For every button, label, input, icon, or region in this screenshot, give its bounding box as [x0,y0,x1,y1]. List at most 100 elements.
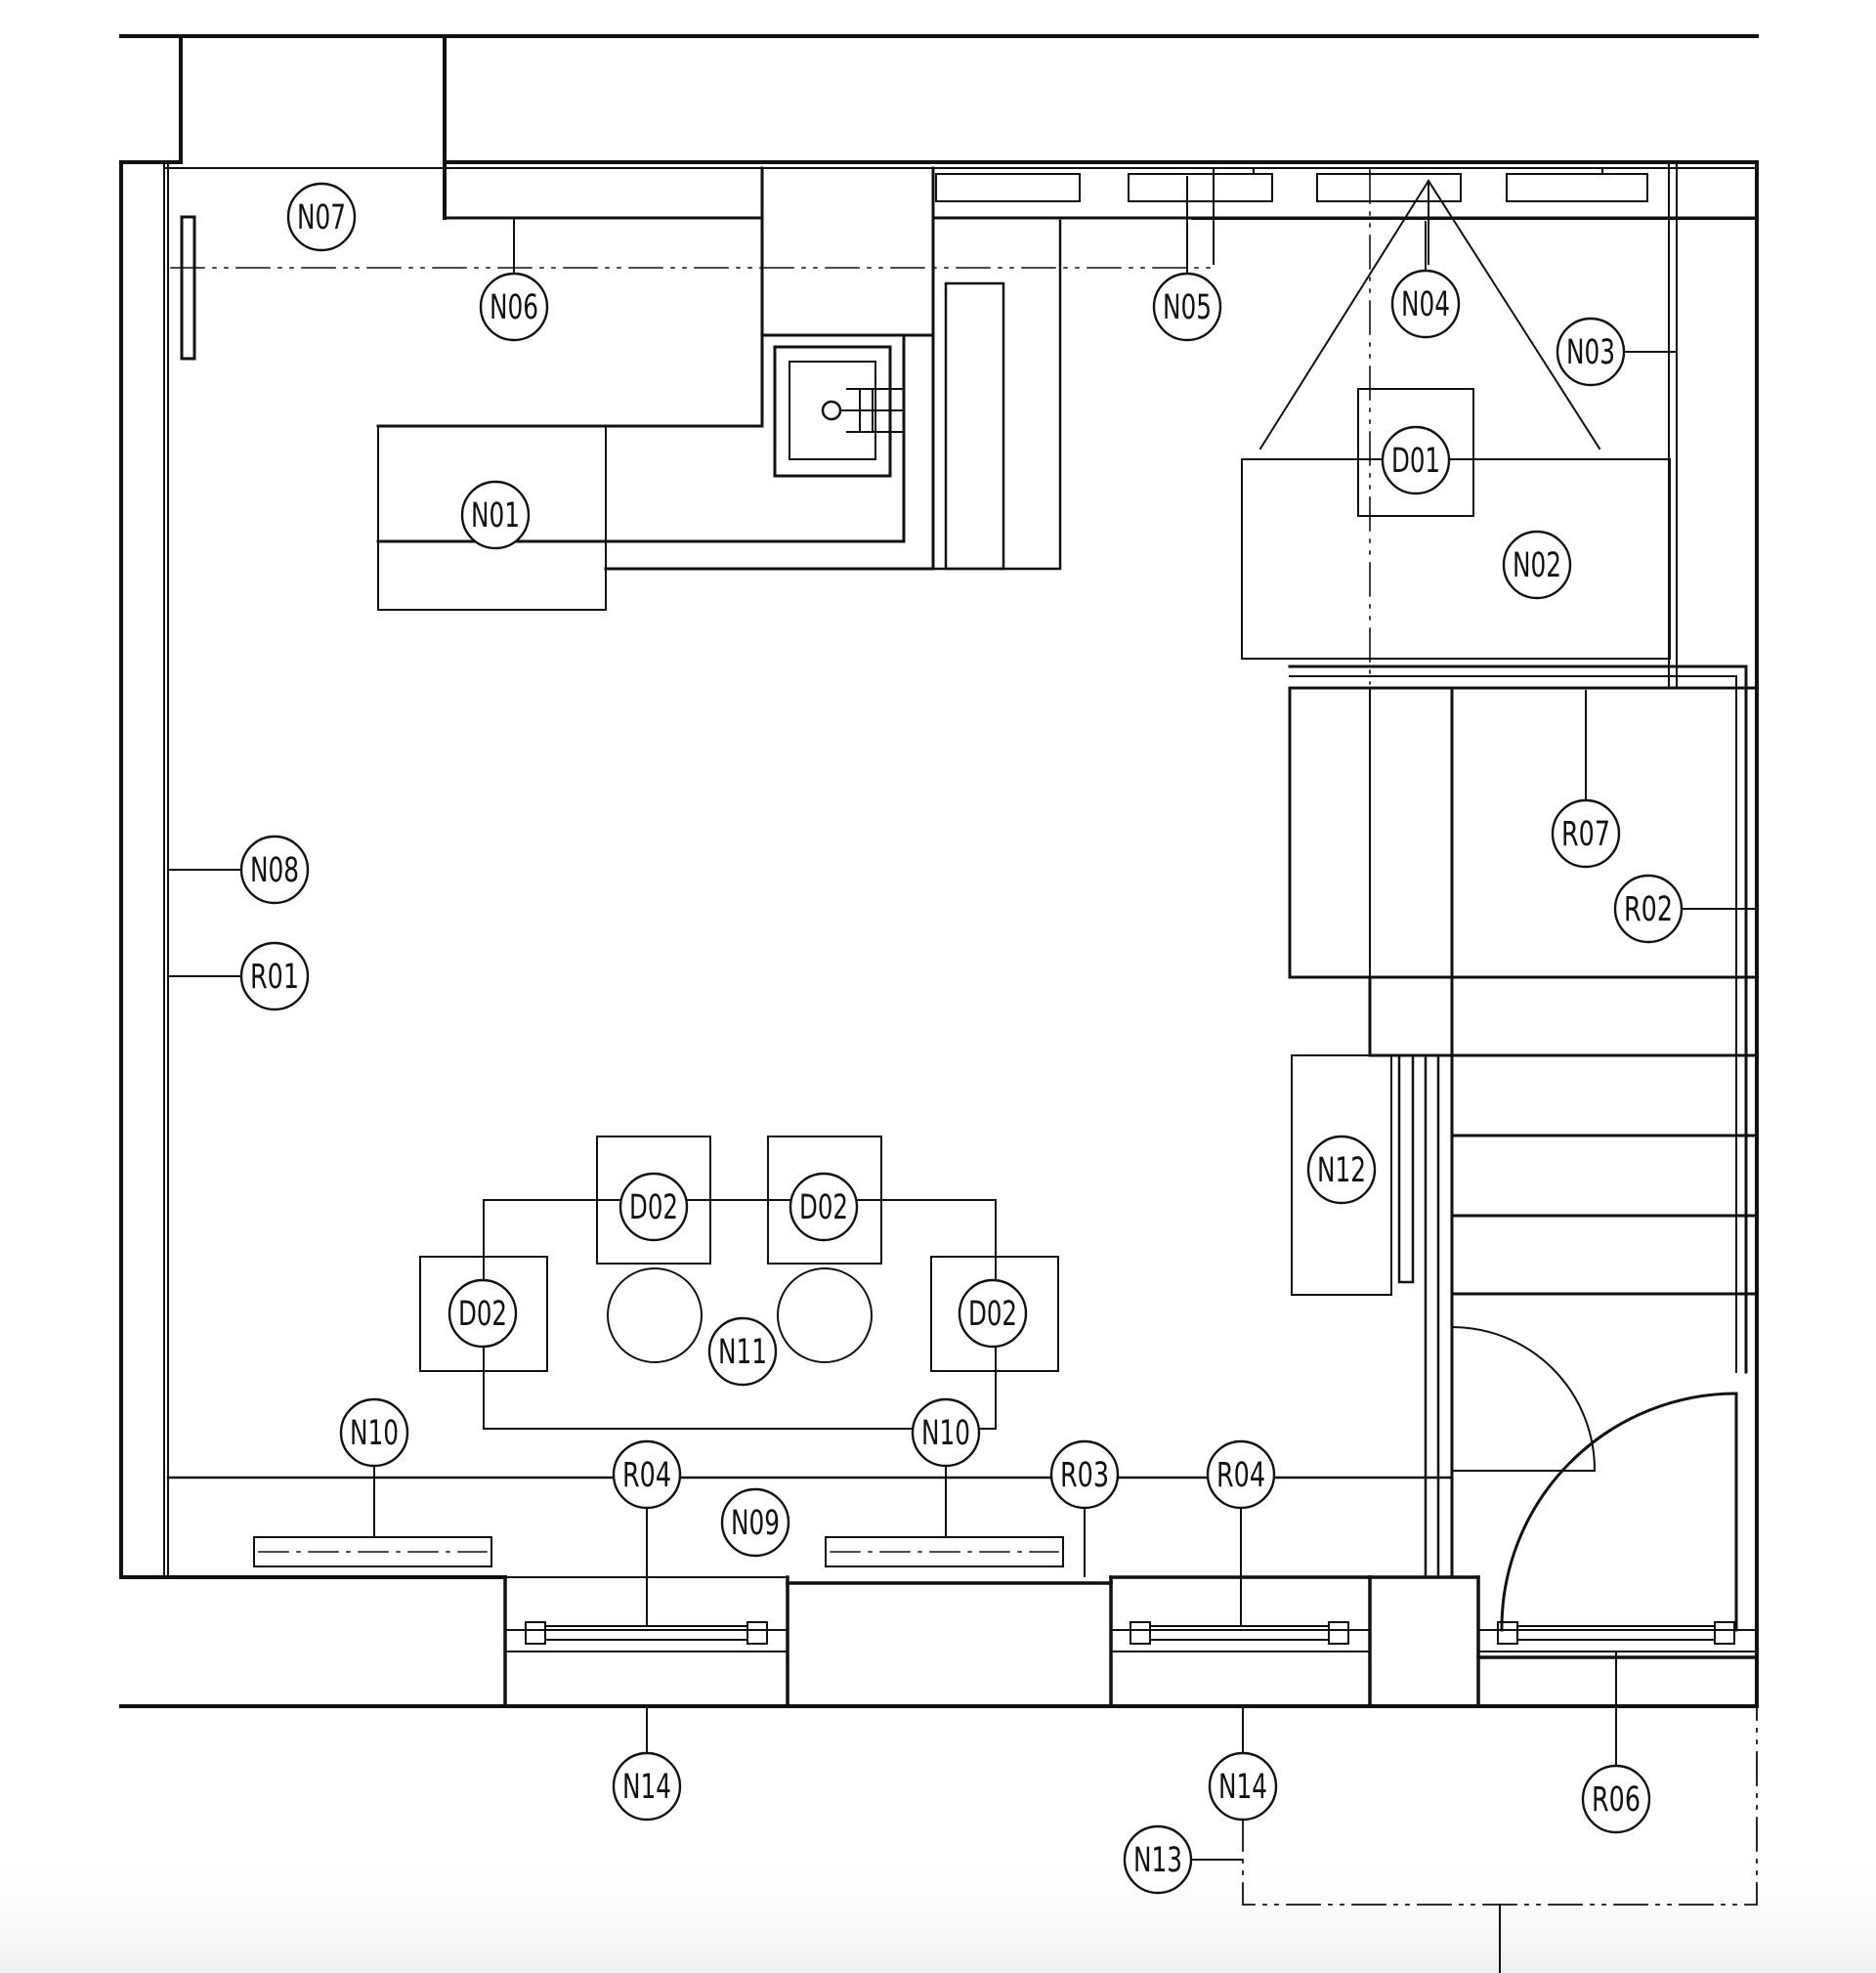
callout-n13: N13 [1123,1824,1243,1895]
inner-wall-lines [163,163,1758,1576]
radiators [253,1536,1064,1567]
callout-d02: D02 [789,1172,859,1242]
callout-label: N06 [490,288,538,327]
callout-circle [1306,1135,1377,1205]
tall-cabinet [931,219,1062,571]
callout-circle [1049,1439,1120,1510]
callout-label: R01 [250,958,299,997]
callout-n01: N01 [460,480,531,550]
callout-label: D02 [629,1188,678,1227]
stair-block [1288,665,1759,1579]
callout-label: N02 [1513,546,1561,585]
callout-label: N14 [622,1768,671,1807]
callout-circle [612,1439,682,1510]
callout-label: N10 [921,1414,970,1453]
callout-circle [1123,1824,1193,1895]
kitchen-sink [773,345,905,478]
callout-label: N11 [718,1333,767,1372]
callout-n04: N04 [1390,221,1461,339]
callout-circle [460,480,531,550]
callout-label: D02 [458,1295,507,1334]
callout-d02: D02 [448,1278,518,1349]
wall-cabinets [935,167,1648,265]
callout-circle [1381,425,1451,495]
front-wall [119,1476,1759,1708]
callout-circle [707,1316,778,1387]
bottom-shade [0,1837,1876,1973]
callout-r02: R02 [1613,874,1757,944]
callout-label: R04 [622,1456,671,1495]
callout-circle [1581,1764,1651,1834]
callout-circle [339,1397,409,1468]
callout-r06: R06 [1581,1651,1651,1834]
cabinet-N12 [1291,1054,1392,1296]
callout-n06: N06 [479,219,549,342]
callout-label: R04 [1216,1456,1265,1495]
callout-n11: N11 [707,1316,778,1387]
callout-n14: N14 [612,1706,682,1822]
callout-circle [618,1172,689,1242]
callout-label: N04 [1401,285,1450,324]
callout-circle [720,1487,790,1558]
callout-label: D02 [799,1188,848,1227]
callout-r07: R07 [1551,690,1621,869]
callout-r01: R01 [168,941,310,1011]
callout-d01: D01 [1381,425,1451,495]
callout-label: N01 [471,496,520,536]
callout-n03: N03 [1556,317,1677,387]
callout-label: N07 [297,198,346,237]
callout-n10: N10 [339,1397,409,1537]
callout-n05: N05 [1152,176,1222,342]
callout-circle [1152,272,1222,342]
callout-label: N12 [1317,1151,1366,1190]
interior-door-swing [1450,1325,1597,1473]
callout-circle [1502,530,1572,600]
outer-walls [119,34,1759,1708]
callout-r03: R03 [1049,1439,1120,1577]
axis-line [170,169,1371,685]
callout-circle [1390,269,1461,339]
callout-label: N05 [1163,288,1212,327]
callout-n08: N08 [168,835,310,905]
callout-label: R03 [1060,1456,1109,1495]
callout-circle [1613,874,1684,944]
callout-label: D01 [1391,442,1440,481]
callout-r04: R04 [1206,1439,1276,1626]
callout-d02: D02 [618,1172,689,1242]
callout-r04: R04 [612,1439,682,1626]
callout-label: N13 [1133,1841,1182,1880]
stair-rail [1397,1053,1440,1579]
callout-n02: N02 [1502,530,1572,600]
callout-circle [239,941,310,1011]
callout-circle [286,182,357,252]
callout-circle [1208,1751,1278,1822]
callout-circle [1551,798,1621,869]
callout-n14: N14 [1208,1706,1278,1822]
callout-label: D02 [968,1295,1017,1334]
callout-label: N14 [1218,1768,1267,1807]
callout-label: N03 [1566,333,1615,372]
callout-n07: N07 [286,182,357,252]
callout-label: N09 [731,1504,780,1543]
callout-circle [239,835,310,905]
callout-circle [448,1278,518,1349]
callout-n10: N10 [911,1397,981,1537]
windows [504,1621,1371,1652]
callout-label: R06 [1592,1780,1641,1820]
callout-circle [1206,1439,1276,1510]
callout-label: N08 [250,851,299,890]
callout-n12: N12 [1306,1135,1377,1205]
callout-circle [1556,317,1626,387]
callout-circle [479,272,549,342]
callout-label: R02 [1624,890,1673,929]
callout-n09: N09 [720,1487,790,1558]
callout-circle [612,1751,682,1822]
callout-circle [789,1172,859,1242]
callout-circle [911,1397,981,1468]
callout-label: R07 [1561,815,1610,854]
bed-area [1241,179,1671,660]
callout-label: N10 [350,1414,399,1453]
callout-circle [958,1278,1028,1349]
callout-d02: D02 [958,1278,1028,1349]
